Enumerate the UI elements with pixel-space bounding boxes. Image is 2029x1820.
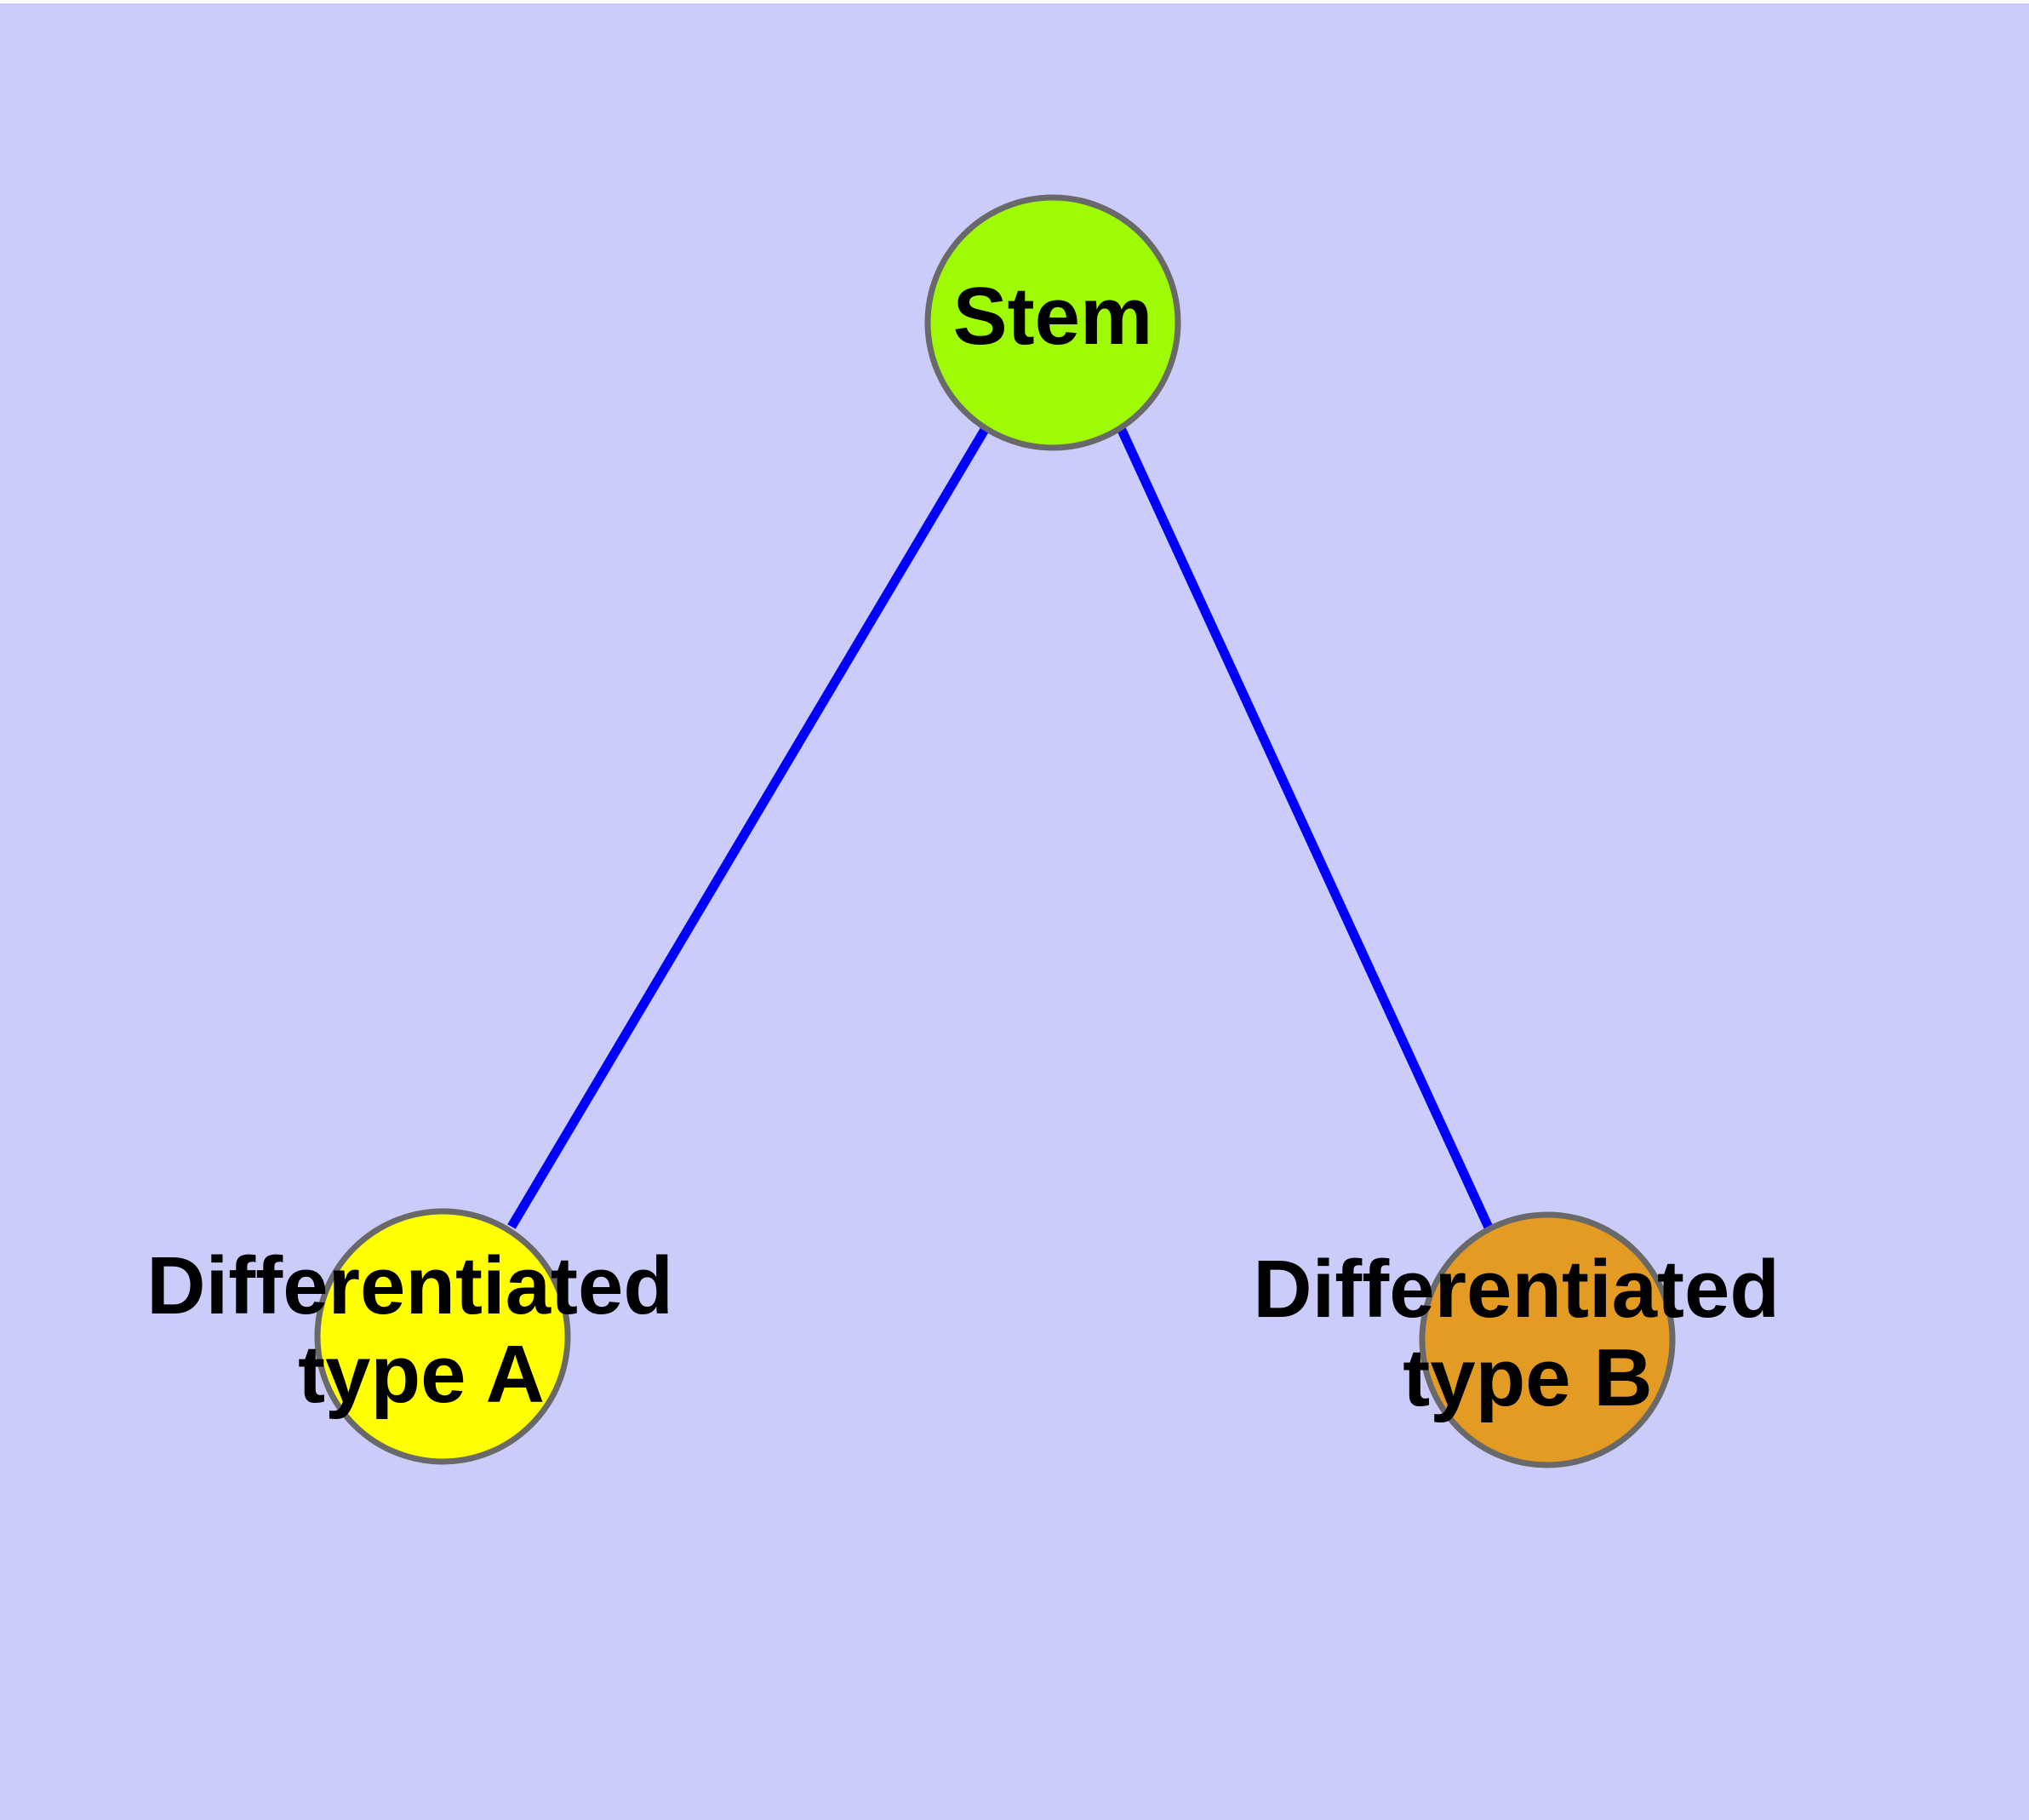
node-stem[interactable] (924, 194, 1181, 451)
edge-layer (507, 426, 1494, 1232)
node-differentiated-type-a[interactable] (314, 1208, 571, 1465)
node-stem-label: Stem (953, 271, 1153, 362)
node-differentiated-type-a-label: Differentiated type A (146, 1240, 695, 1420)
node-differentiated-type-b-label: Differentiated type B (1253, 1244, 1802, 1423)
graph-svg: Stem Differentiated type A Differentiate… (146, 194, 1802, 1468)
node-diff-a-label-line-2: type A (298, 1329, 545, 1420)
node-diff-a-label-line-1: Differentiated (146, 1240, 673, 1331)
edge-stem-to-diff-a[interactable] (507, 426, 990, 1229)
graph-background: Stem Differentiated type A Differentiate… (0, 3, 2029, 1820)
node-differentiated-type-b[interactable] (1419, 1211, 1676, 1468)
node-stem-label-line-1: Stem (953, 271, 1153, 362)
node-diff-b-label-line-1: Differentiated (1253, 1244, 1780, 1335)
edge-stem-to-diff-b[interactable] (1117, 426, 1494, 1232)
node-diff-b-label-line-2: type B (1403, 1332, 1652, 1423)
node-layer (314, 194, 1676, 1468)
label-layer: Stem Differentiated type A Differentiate… (146, 271, 1802, 1423)
